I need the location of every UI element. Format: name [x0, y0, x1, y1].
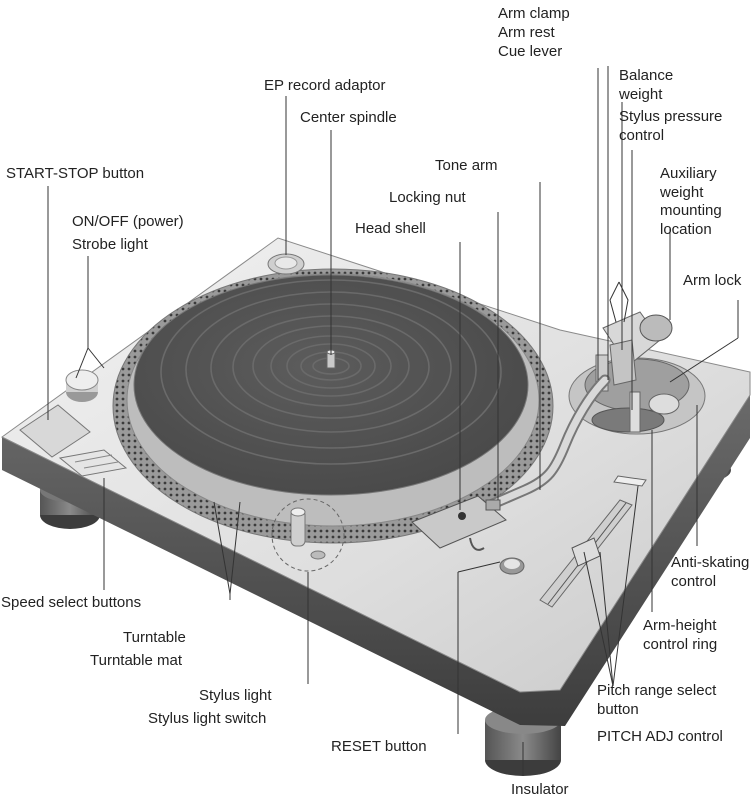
label-reset-button: RESET button [331, 738, 427, 755]
label-arm-height-control-ring: Arm-height control ring [643, 617, 718, 653]
start-stop-button[interactable] [19, 404, 91, 458]
label-anti-skating-control: Anti-skating control [671, 554, 750, 590]
label-strobe-light: Strobe light [72, 236, 148, 253]
label-locking-nut: Locking nut [389, 189, 466, 206]
label-stylus-light-switch: Stylus light switch [148, 710, 267, 727]
label-start-stop-button: START-STOP button [6, 165, 145, 182]
label-insulator: Insulator [511, 781, 569, 798]
label-head-shell: Head shell [355, 220, 426, 237]
label-tone-arm: Tone arm [435, 157, 498, 174]
label-center-spindle: Center spindle [300, 109, 397, 126]
label-turntable: Turntable [123, 629, 186, 646]
label-pitch-adj-control: PITCH ADJ control [597, 728, 723, 745]
label-balance-weight: Balance weight [619, 67, 674, 103]
speed-select-buttons[interactable] [58, 449, 128, 477]
stylus-light [271, 498, 345, 572]
label-auxiliary-weight: Auxiliary weight mounting location [660, 165, 722, 238]
label-turntable-mat: Turntable mat [90, 652, 182, 669]
ep-record-adaptor [267, 253, 305, 275]
label-on-off-power: ON/OFF (power) [72, 213, 184, 230]
label-speed-select-buttons: Speed select buttons [1, 594, 142, 611]
label-arm-lock: Arm lock [683, 272, 742, 289]
pitch-adj-slider[interactable] [539, 475, 647, 608]
reset-button[interactable] [499, 557, 525, 575]
head-shell [411, 495, 507, 551]
label-stylus-pressure-control: Stylus pressure control [619, 108, 723, 144]
label-stylus-light: Stylus light [199, 687, 272, 704]
leader-lines [47, 66, 739, 776]
label-arm-rest: Arm rest [498, 24, 555, 41]
power-knob[interactable] [65, 369, 99, 402]
label-cue-lever: Cue lever [498, 43, 563, 60]
label-ep-record-adaptor: EP record adaptor [264, 77, 386, 94]
label-arm-clamp: Arm clamp [498, 5, 570, 22]
label-pitch-range-select-button: Pitch range select button [597, 682, 717, 718]
